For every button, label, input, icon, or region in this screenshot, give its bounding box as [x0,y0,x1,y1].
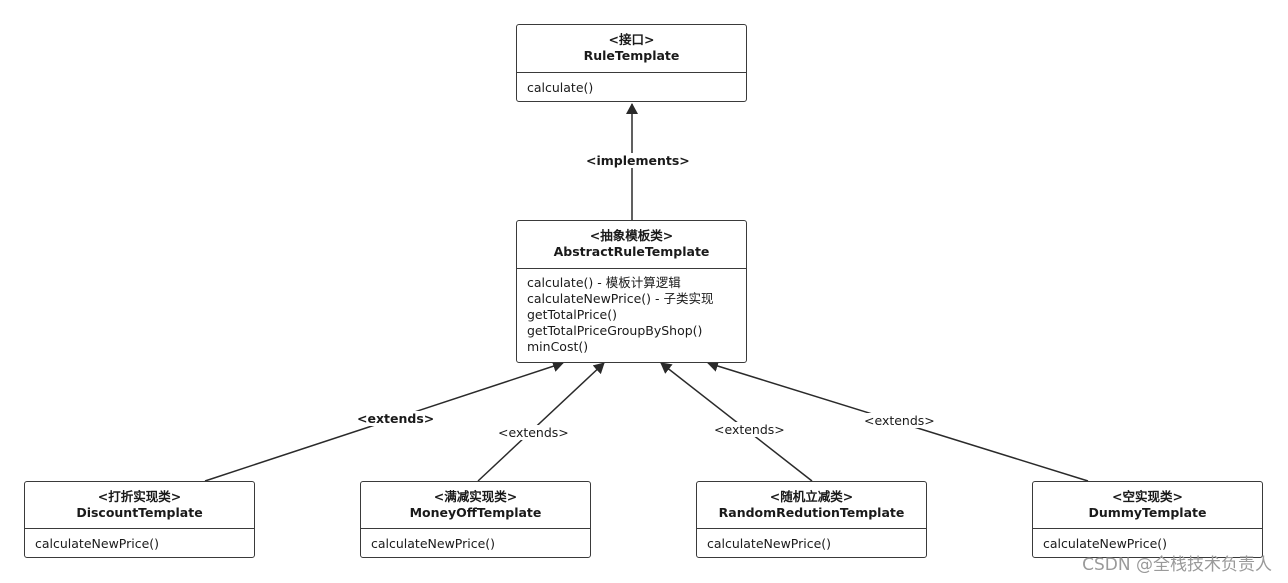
stereotype: <接口> [608,32,655,47]
extends-label-random: <extends> [712,422,787,437]
method: calculateNewPrice() [1043,536,1168,551]
class-name: RuleTemplate [583,48,680,63]
class-header: <抽象模板类> AbstractRuleTemplate [517,221,746,269]
class-name: MoneyOffTemplate [409,505,542,520]
class-abstract-rule-template[interactable]: <抽象模板类> AbstractRuleTemplate calculate()… [516,220,747,363]
class-rule-template[interactable]: <接口> RuleTemplate calculate() [516,24,747,102]
stereotype: <空实现类> [1112,489,1183,504]
method: calculateNewPrice() [371,536,496,551]
method-list: calculate() [517,73,746,103]
watermark: CSDN @全栈技术负责人 [1082,555,1272,575]
stereotype: <随机立减类> [769,489,854,504]
class-name: AbstractRuleTemplate [553,244,710,259]
method: calculateNewPrice() - 子类实现 [527,291,714,306]
class-name: DiscountTemplate [76,505,203,520]
class-discount-template[interactable]: <打折实现类> DiscountTemplate calculateNewPri… [24,481,255,558]
method: calculateNewPrice() [35,536,160,551]
class-name: DummyTemplate [1088,505,1207,520]
stereotype: <满减实现类> [433,489,518,504]
method: calculateNewPrice() [707,536,832,551]
method-list: calculateNewPrice() [361,529,590,559]
stereotype: <打折实现类> [97,489,182,504]
extends-label-dummy: <extends> [862,413,937,428]
class-money-off-template[interactable]: <满减实现类> MoneyOffTemplate calculateNewPri… [360,481,591,558]
class-header: <空实现类> DummyTemplate [1033,482,1262,529]
method-list: calculateNewPrice() [25,529,254,559]
class-name: RandomRedutionTemplate [718,505,905,520]
class-header: <打折实现类> DiscountTemplate [25,482,254,529]
stereotype: <抽象模板类> [589,228,674,243]
method: calculate() - 模板计算逻辑 [527,275,681,290]
implements-label: <implements> [584,153,692,168]
extends-edge-moneyoff [477,362,605,482]
method-list: calculate() - 模板计算逻辑 calculateNewPrice()… [517,269,746,362]
method: getTotalPrice() [527,307,617,322]
method: minCost() [527,339,589,354]
method: getTotalPriceGroupByShop() [527,323,703,338]
class-header: <满减实现类> MoneyOffTemplate [361,482,590,529]
method: calculate() [527,80,594,95]
class-header: <随机立减类> RandomRedutionTemplate [697,482,926,529]
extends-label-moneyoff: <extends> [496,425,571,440]
class-header: <接口> RuleTemplate [517,25,746,73]
method-list: calculateNewPrice() [697,529,926,559]
extends-label-discount: <extends> [355,411,437,426]
class-dummy-template[interactable]: <空实现类> DummyTemplate calculateNewPrice() [1032,481,1263,558]
class-random-redution-template[interactable]: <随机立减类> RandomRedutionTemplate calculate… [696,481,927,558]
method-list: calculateNewPrice() [1033,529,1262,559]
